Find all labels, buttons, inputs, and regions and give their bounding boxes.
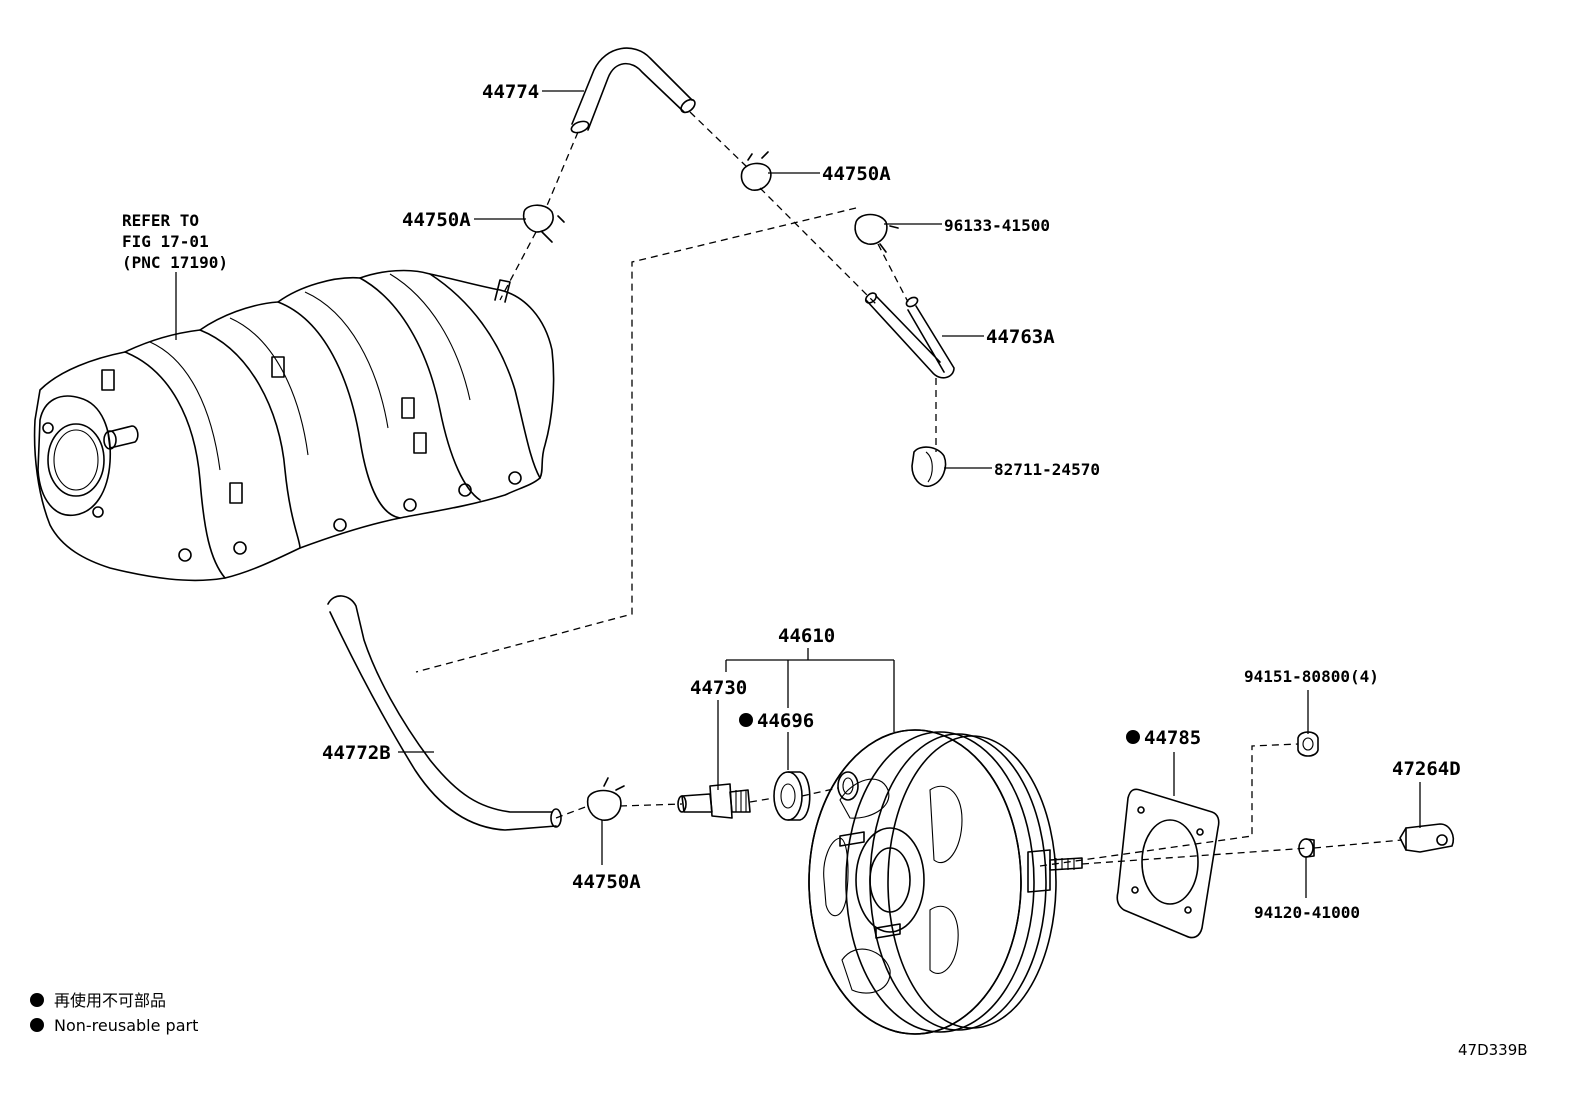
clip-96133 [854, 213, 899, 253]
figure-code: 47D339B [1458, 1041, 1528, 1059]
callout-44774: 44774 [482, 81, 539, 103]
hose-44763a [864, 292, 955, 379]
refer-to-line2: FIG 17-01 [122, 232, 209, 251]
callout-44730: 44730 [690, 677, 747, 699]
callout-94151-80800: 94151-80800(4) [1244, 667, 1379, 686]
intake-manifold [33, 269, 555, 582]
leader-lines [175, 90, 1421, 898]
legend-non-reusable-jp: 再使用不可部品 [54, 991, 166, 1010]
check-valve-82711 [911, 446, 947, 488]
clip-44750a-top [740, 151, 772, 191]
callout-44750a-bottom: 44750A [572, 871, 641, 893]
legend: 再使用不可部品 Non-reusable part [30, 991, 198, 1035]
union-44730 [677, 783, 751, 819]
assembly-lines [415, 111, 1403, 867]
callout-94120-41000: 94120-41000 [1254, 903, 1360, 922]
callout-44750a-left: 44750A [402, 209, 471, 231]
legend-non-reusable-en: Non-reusable part [54, 1016, 198, 1035]
refer-to-line1: REFER TO [122, 211, 199, 230]
callout-44772b: 44772B [322, 742, 391, 764]
callout-44763a: 44763A [986, 326, 1055, 348]
clevis-47264d [1399, 823, 1455, 853]
callout-96133-41500: 96133-41500 [944, 216, 1050, 235]
callout-82711-24570: 82711-24570 [994, 460, 1100, 479]
labels: 44774 44750A 44750A 96133-41500 44763A 8… [122, 81, 1461, 922]
refer-to-line3: (PNC 17190) [122, 253, 228, 272]
hose-44772b [327, 595, 562, 831]
clip-44750a-left [522, 204, 565, 243]
callout-44610: 44610 [778, 625, 835, 647]
hose-44774 [570, 47, 696, 134]
callout-44750a-top: 44750A [822, 163, 891, 185]
legend-bullet-en [30, 1018, 44, 1032]
callout-44696: 44696 [757, 710, 814, 732]
gasket-44785 [1116, 788, 1220, 939]
clip-44750a-bottom [586, 777, 625, 821]
nut-94151 [1297, 731, 1319, 757]
callout-47264d: 47264D [1392, 758, 1461, 780]
non-reusable-marker-44696 [739, 713, 753, 727]
callout-44785: 44785 [1144, 727, 1201, 749]
brake-booster-44610 [808, 729, 1083, 1035]
non-reusable-marker-44785 [1126, 730, 1140, 744]
legend-bullet-jp [30, 993, 44, 1007]
